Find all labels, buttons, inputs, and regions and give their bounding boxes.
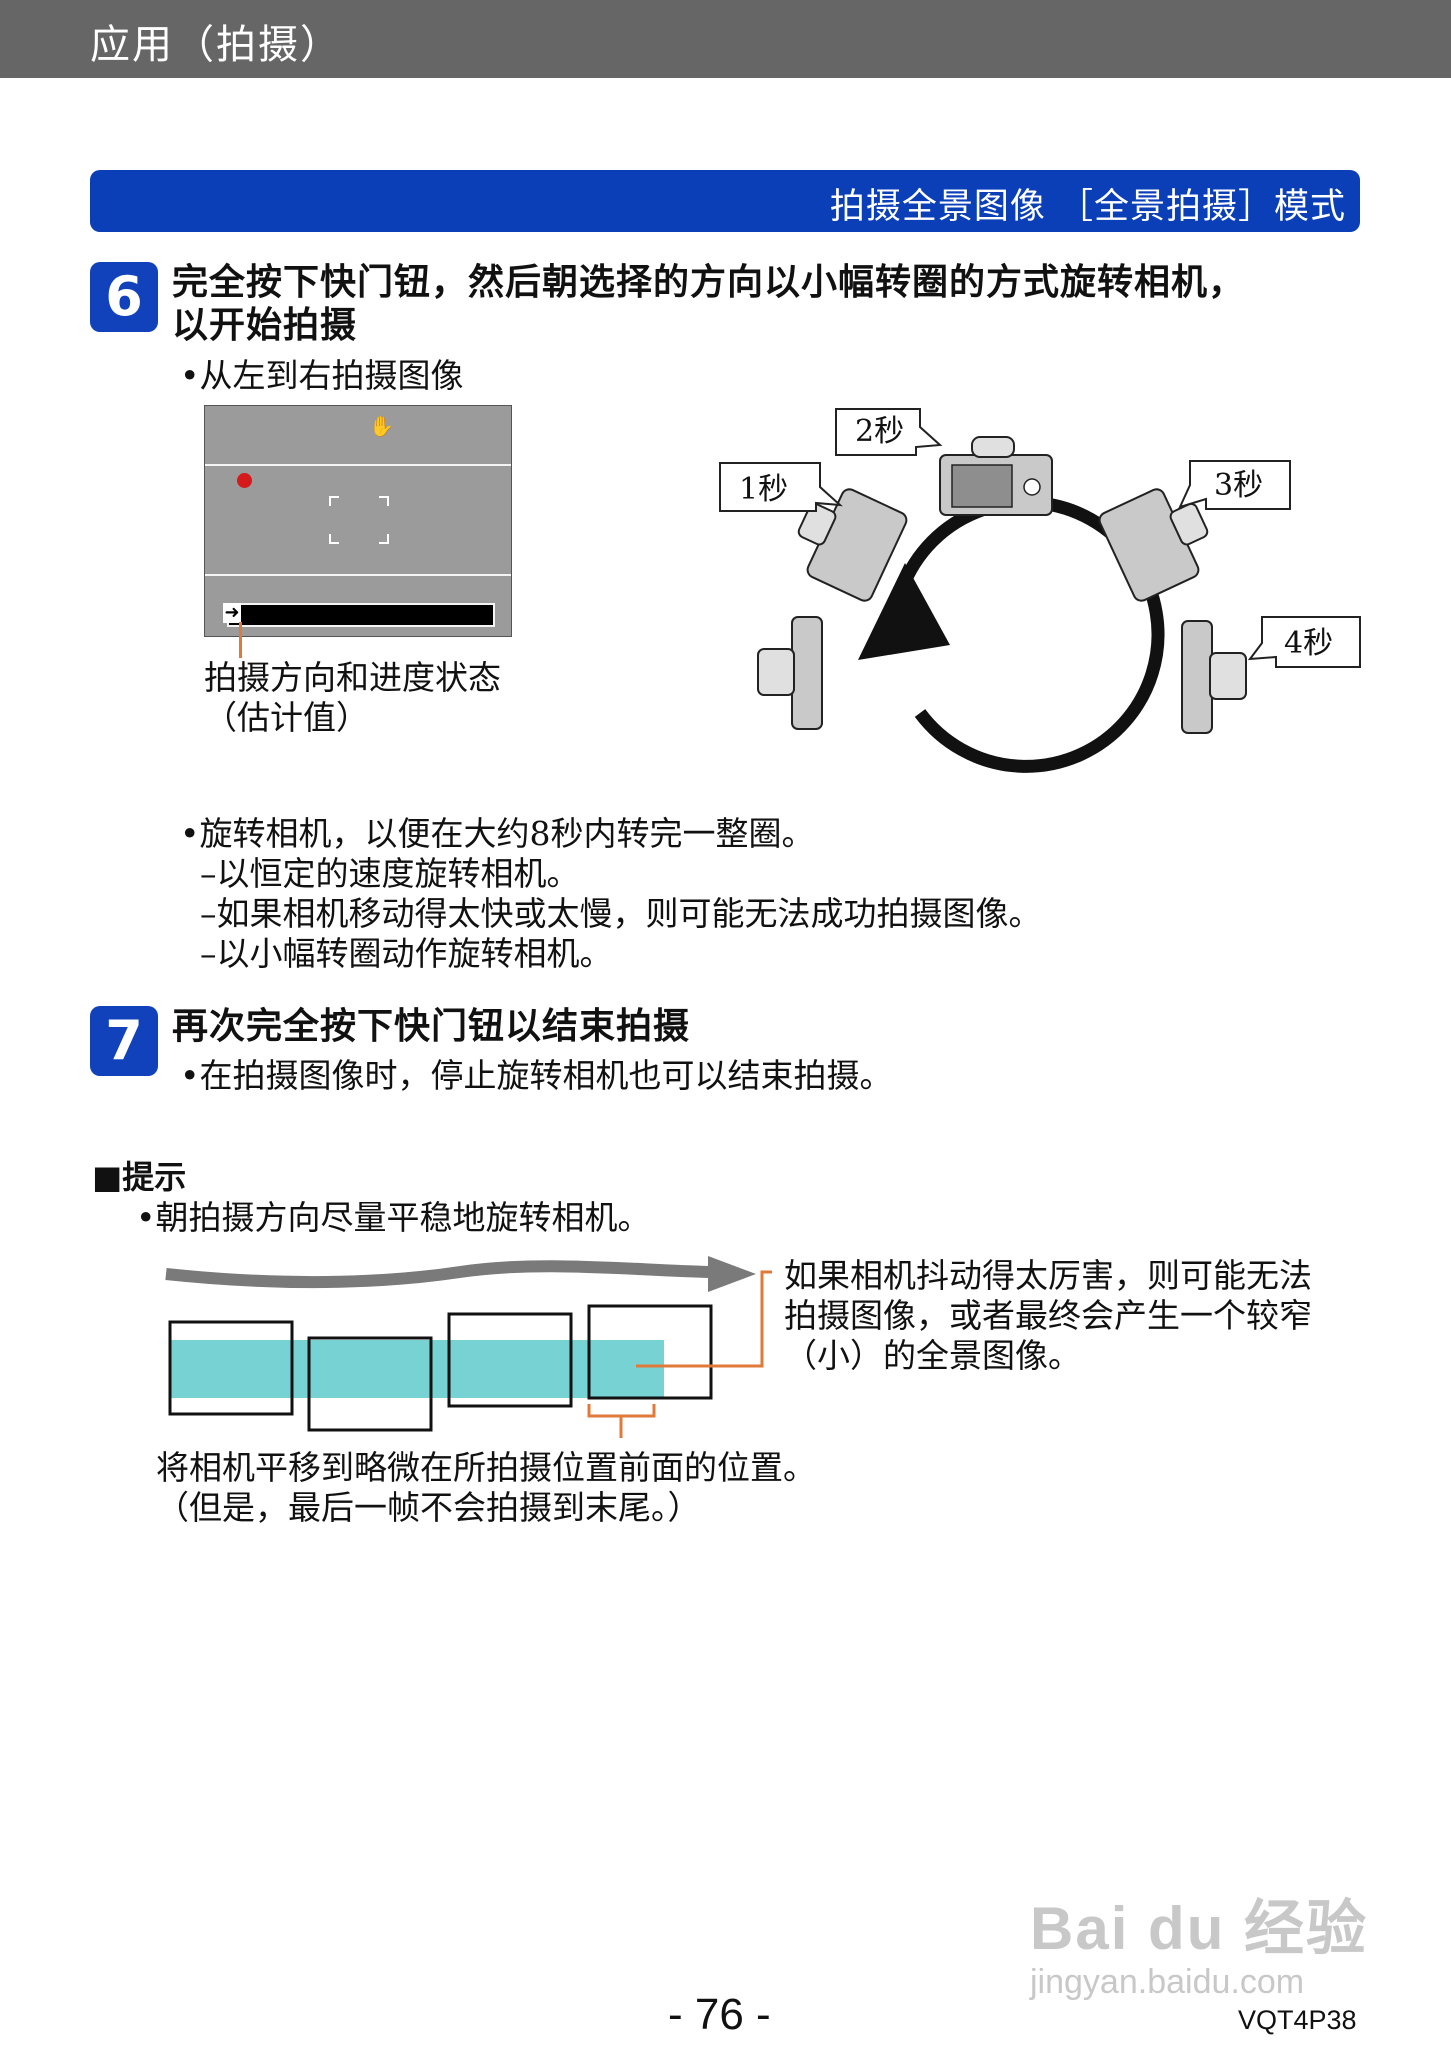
step-6-title-line1: 完全按下快门钮，然后朝选择的方向以小幅转圈的方式旋转相机， xyxy=(172,262,1246,303)
header-bar: 应用（拍摄） xyxy=(0,0,1451,78)
right-note-line3: （小）的全景图像。 xyxy=(784,1336,1081,1375)
page-number: - 76 - xyxy=(668,1990,771,2039)
step-7-badge: 7 xyxy=(90,1006,158,1076)
callout-3s xyxy=(1178,460,1291,510)
camera-1s-icon xyxy=(797,488,908,602)
bottom-note-line1: 将相机平移到略微在所拍摄位置前面的位置。 xyxy=(156,1448,816,1487)
time-label-2s: 2秒 xyxy=(855,414,905,449)
step-6-dash-2: –如果相机移动得太快或太慢，则可能无法成功拍摄图像。 xyxy=(200,894,1042,933)
page-banner: 拍摄全景图像 ［全景拍摄］模式 xyxy=(90,170,1360,232)
guide-line-top xyxy=(205,464,511,466)
camera-3s-icon xyxy=(1098,488,1209,602)
document-code: VQT4P38 xyxy=(1238,2005,1357,2035)
pan-arrowhead-icon xyxy=(708,1256,756,1292)
focus-corner-tl xyxy=(329,496,339,506)
guide-line-bottom xyxy=(205,574,511,576)
rotation-diagram xyxy=(719,408,1361,773)
callout-1s xyxy=(719,462,843,512)
camera-left-icon xyxy=(757,616,823,730)
right-note-line1: 如果相机抖动得太厉害，则可能无法 xyxy=(784,1256,1312,1295)
step-7-bullet: •在拍摄图像时，停止旋转相机也可以结束拍摄。 xyxy=(180,1056,893,1095)
lcd-preview: ✋ ➜ xyxy=(204,405,512,637)
tips-bullet: •朝拍摄方向尽量平稳地旋转相机。 xyxy=(136,1198,651,1237)
lcd-caption-line1: 拍摄方向和进度状态 xyxy=(204,658,501,697)
time-label-3s: 3秒 xyxy=(1214,468,1264,503)
step-6-title-line2: 以开始拍摄 xyxy=(172,305,358,346)
time-label-1s: 1秒 xyxy=(739,472,789,507)
focus-corner-bl xyxy=(329,534,339,544)
watermark-url: jingyan.baidu.com xyxy=(1030,1963,1305,2001)
frame-3 xyxy=(447,1312,573,1408)
step-6-dash-3: –以小幅转圈动作旋转相机。 xyxy=(200,934,613,973)
step-6-dash-1: –以恒定的速度旋转相机。 xyxy=(200,854,580,893)
step-6-sub: •从左到右拍摄图像 xyxy=(180,356,464,395)
focus-corner-tr xyxy=(379,496,389,506)
step-6-bullet: •旋转相机，以便在大约8秒内转完一整圈。 xyxy=(180,814,815,853)
step-6-badge: 6 xyxy=(90,262,158,332)
callout-4s xyxy=(1247,616,1361,668)
shake-icon: ✋ xyxy=(369,414,394,438)
frame-2 xyxy=(307,1336,433,1432)
narrow-callout-line xyxy=(636,1270,772,1368)
frame-1 xyxy=(168,1320,294,1416)
right-note-line2: 拍摄图像，或者最终会产生一个较窄 xyxy=(784,1296,1312,1335)
camera-4s-icon xyxy=(1181,620,1247,734)
record-indicator-icon xyxy=(237,473,252,488)
tips-heading: ■提示 xyxy=(92,1158,187,1196)
panorama-strip xyxy=(170,1340,664,1398)
camera-2s-icon xyxy=(939,436,1053,516)
pan-diagram xyxy=(165,1256,772,1438)
pan-wave-arrow xyxy=(165,1260,711,1289)
step-7-title: 再次完全按下快门钮以结束拍摄 xyxy=(172,1006,691,1047)
focus-corner-br xyxy=(379,534,389,544)
end-bracket-line xyxy=(587,1404,656,1438)
section-title: 应用（拍摄） xyxy=(90,22,342,68)
rotation-arrowhead-icon xyxy=(858,563,950,660)
progress-bar: ➜ xyxy=(223,603,495,627)
watermark-brand: Bai du 经验 xyxy=(1030,1895,1369,1962)
lcd-leader-line xyxy=(239,622,242,658)
time-label-4s: 4秒 xyxy=(1284,626,1334,661)
callout-2s xyxy=(835,408,943,456)
banner-title: 拍摄全景图像 ［全景拍摄］模式 xyxy=(829,187,1346,227)
direction-arrow-icon: ➜ xyxy=(223,602,241,623)
lcd-caption-line2: （估计值） xyxy=(204,698,369,737)
baidu-watermark: Bai du 经验 jingyan.baidu.com xyxy=(1030,1880,1368,2002)
bottom-note-line2: （但是，最后一帧不会拍摄到末尾。） xyxy=(156,1488,701,1527)
frame-4 xyxy=(587,1304,713,1400)
